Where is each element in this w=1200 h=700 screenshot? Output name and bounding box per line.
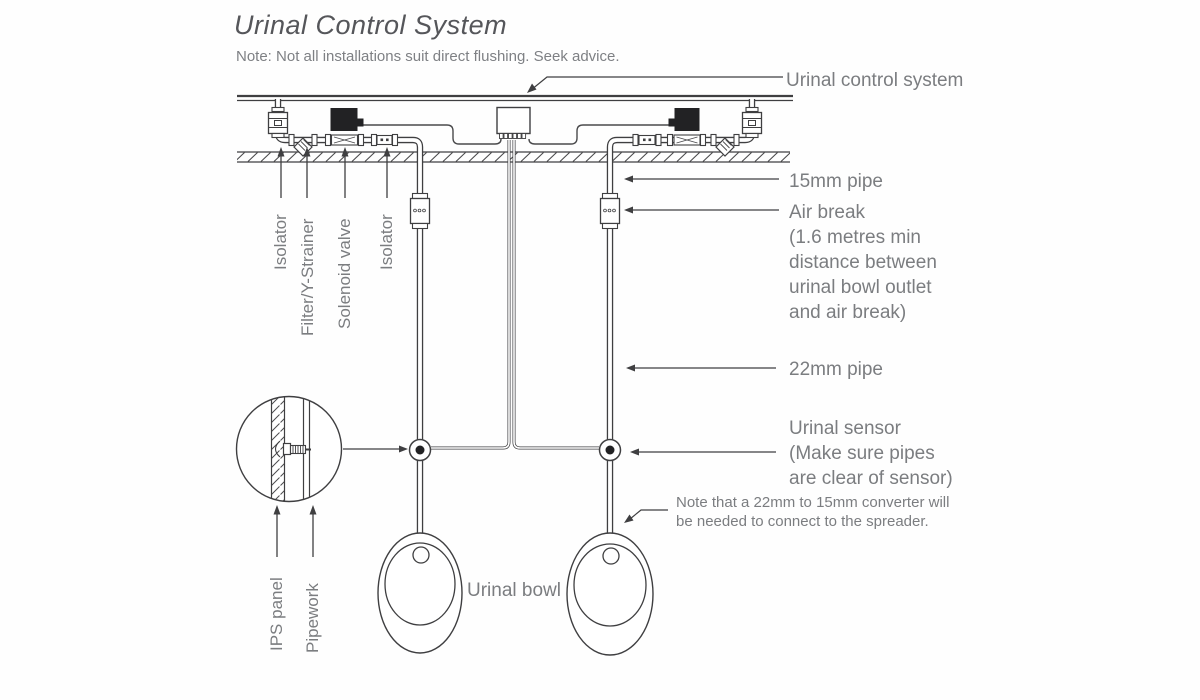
air-break-right bbox=[599, 192, 621, 230]
label-22mm-pipe: 22mm pipe bbox=[789, 359, 883, 380]
y-strainer-right bbox=[710, 133, 740, 157]
label-15mm-pipe: 15mm pipe bbox=[789, 171, 883, 192]
label-urinal-bowl: Urinal bowl bbox=[467, 580, 561, 601]
isolator-valve-right-horizontal bbox=[632, 133, 662, 147]
pipe-run-right bbox=[606, 99, 756, 534]
page-title: Urinal Control System bbox=[234, 10, 508, 40]
ips-panel-callout bbox=[235, 395, 408, 503]
solenoid-valve-right bbox=[666, 108, 707, 147]
label-air-break: Air break (1.6 metres min distance betwe… bbox=[789, 202, 937, 323]
urinal-bowl-right bbox=[566, 532, 654, 656]
component-label-arrows bbox=[277, 147, 391, 198]
solenoid-valve-left bbox=[324, 108, 365, 147]
label-isolator-1: Isolator bbox=[271, 214, 290, 270]
label-urinal-control-system: Urinal control system bbox=[786, 70, 964, 91]
sensor-cables bbox=[431, 140, 599, 450]
urinal-sensor-right bbox=[598, 438, 622, 462]
ceiling-lines bbox=[237, 94, 793, 102]
urinal-sensor-left bbox=[408, 438, 432, 462]
leader-lines bbox=[527, 76, 783, 523]
isolator-valve-left-vertical bbox=[267, 106, 289, 139]
air-break-left bbox=[409, 192, 431, 230]
label-ips-panel: IPS panel bbox=[267, 577, 286, 651]
isolator-valve-left-horizontal bbox=[370, 133, 399, 147]
advice-note: Note: Not all installations suit direct … bbox=[236, 48, 620, 65]
label-pipework: Pipework bbox=[303, 583, 322, 653]
label-converter-note: Note that a 22mm to 15mm converter will … bbox=[676, 494, 950, 530]
label-solenoid-valve: Solenoid valve bbox=[335, 218, 354, 329]
ips-pipework-arrows bbox=[273, 505, 317, 557]
isolator-valve-right-vertical bbox=[741, 106, 763, 139]
urinal-bowl-left bbox=[377, 532, 463, 654]
label-urinal-sensor: Urinal sensor (Make sure pipes are clear… bbox=[789, 418, 953, 489]
solenoid-cables bbox=[362, 124, 670, 145]
control-box bbox=[496, 106, 531, 139]
label-isolator-2: Isolator bbox=[377, 214, 396, 270]
label-filter-y-strainer: Filter/Y-Strainer bbox=[298, 218, 317, 336]
